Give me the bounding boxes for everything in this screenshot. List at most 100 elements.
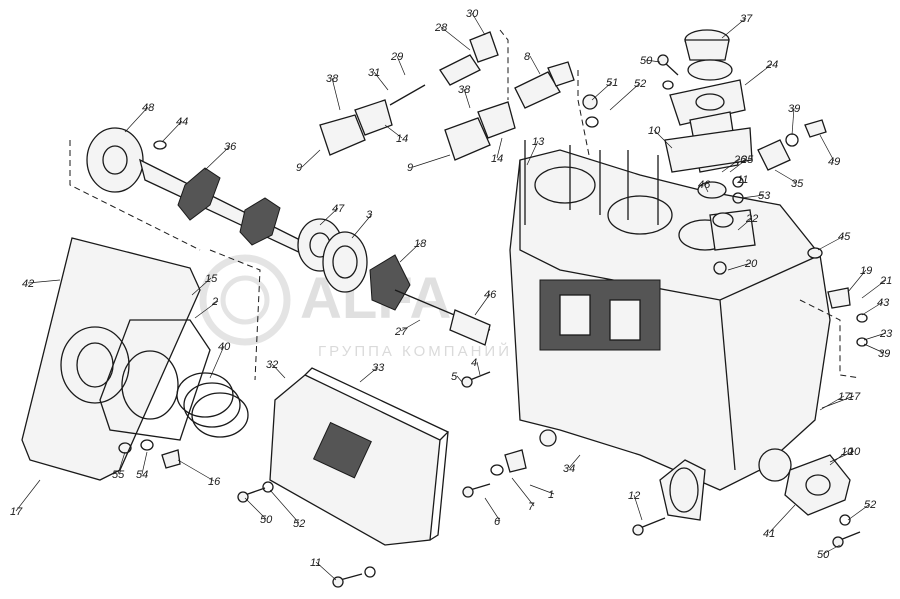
callout-label: 48 <box>142 102 155 114</box>
callout-leader <box>384 124 403 139</box>
callout-leader <box>399 242 421 263</box>
callout-label: 20 <box>744 258 758 270</box>
callout-leader <box>351 213 373 239</box>
callout-label: 49 <box>828 156 840 168</box>
callout-label: 30 <box>466 8 479 20</box>
callout-label: 54 <box>136 469 148 481</box>
callout-leader <box>529 55 541 75</box>
callout-leader <box>774 169 798 184</box>
callout-leader <box>194 300 219 319</box>
callout-leader <box>861 279 887 299</box>
callout-leader <box>474 293 491 316</box>
callout-leader <box>727 262 752 271</box>
callout-label: 39 <box>788 103 800 115</box>
callout-label: 53 <box>758 190 771 202</box>
callout-label: 46 <box>484 289 497 301</box>
callout-label: 10 <box>841 446 854 458</box>
callout-leader <box>359 366 379 383</box>
bevel-gear <box>369 254 491 346</box>
callout-leader <box>396 55 406 76</box>
callout-leader <box>721 158 741 173</box>
pump-housing <box>509 140 831 521</box>
callout-label: 13 <box>532 136 545 148</box>
callout-label: 10 <box>648 125 661 137</box>
valve-stack <box>664 29 753 199</box>
callout-leader <box>822 544 841 555</box>
front-plate <box>21 237 201 481</box>
callout-label: 11 <box>737 174 748 186</box>
end-cover <box>784 454 851 516</box>
callout-leader <box>829 450 855 463</box>
callout-leader <box>412 154 451 168</box>
callout-label: 11 <box>310 557 321 569</box>
callout-leader <box>471 12 486 36</box>
callout-leader <box>511 477 535 507</box>
callout-leader <box>721 17 747 39</box>
callout-leader <box>819 134 835 162</box>
callout-label: 40 <box>218 341 231 353</box>
callout-label: 51 <box>606 77 618 89</box>
callout-label: 52 <box>634 78 646 90</box>
callout-label: 10 <box>848 446 861 458</box>
callout-leader <box>768 504 796 534</box>
callout-leader <box>741 194 765 199</box>
callout-leader <box>484 497 501 522</box>
callout-leader <box>301 149 321 168</box>
watermark-subtitle: ГРУППА КОМПАНИЙ <box>318 342 512 360</box>
callout-leader <box>633 494 643 521</box>
callout-label: 50 <box>640 55 653 67</box>
callout-label: 28 <box>434 22 448 34</box>
callout-label: 41 <box>763 528 775 540</box>
plunger-assembly-left <box>319 31 499 156</box>
callout-label: 33 <box>372 362 385 374</box>
gasket <box>99 319 211 441</box>
callout-leader <box>476 361 481 376</box>
callout-leader <box>653 129 673 149</box>
callout-label: 17 <box>10 506 23 518</box>
callout-leader <box>863 343 885 354</box>
callout-label: 47 <box>332 203 345 215</box>
callout-label: 17 <box>848 391 861 403</box>
callout-leader <box>209 345 225 379</box>
callout-label: 55 <box>112 469 125 481</box>
callout-leader <box>703 183 709 193</box>
callout-label: 52 <box>293 518 305 530</box>
fasteners <box>118 54 861 588</box>
callout-leader <box>331 77 341 111</box>
callout-leader <box>729 158 748 173</box>
callout-leader <box>817 235 845 251</box>
callout-label: 21 <box>879 275 892 287</box>
callout-leader <box>141 451 148 475</box>
callout-label: 18 <box>414 238 427 250</box>
callout-leader <box>791 107 795 136</box>
callout-leader <box>591 81 613 101</box>
callout-leader <box>15 479 41 512</box>
callout-label: 36 <box>224 141 237 153</box>
callout-label: 50 <box>260 514 273 526</box>
callout-label: 25 <box>740 154 754 166</box>
callout-label: 35 <box>791 178 804 190</box>
callout-label: 9 <box>296 162 302 174</box>
callout-leader <box>847 503 871 521</box>
callout-leader <box>373 71 389 91</box>
side-cover <box>269 367 450 546</box>
callout-label: 32 <box>266 359 278 371</box>
callout-leader <box>847 269 867 293</box>
callout-label: 14 <box>396 133 408 145</box>
callout-leader <box>861 301 884 316</box>
callout-leader <box>244 497 267 520</box>
callout-label: 22 <box>745 213 758 225</box>
callout-leader <box>177 459 215 482</box>
callout-leader <box>829 450 848 466</box>
callout-label: 31 <box>368 67 380 79</box>
callout-label: 6 <box>494 516 501 528</box>
bearing <box>297 218 368 293</box>
callout-leader <box>568 454 581 469</box>
callout-label: 12 <box>628 490 640 502</box>
callout-leader <box>124 106 149 133</box>
callout-label: 29 <box>390 51 403 63</box>
callout-label: 16 <box>208 476 221 488</box>
callout-label: 9 <box>407 162 413 174</box>
